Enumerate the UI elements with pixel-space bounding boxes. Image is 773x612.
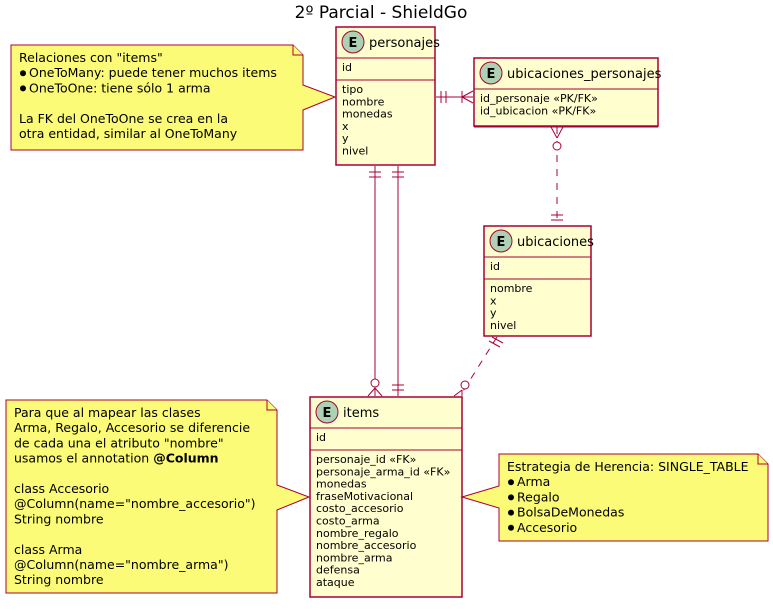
attribute: nombre <box>342 95 385 108</box>
bullet-icon <box>508 494 514 501</box>
attribute: y <box>342 132 349 145</box>
note-shape <box>10 44 337 151</box>
note-line: La FK del OneToOne se crea en la <box>19 111 228 126</box>
entity-box <box>473 57 659 127</box>
note-line: usamos el annotation @Column <box>14 451 219 466</box>
note-line: OneToMany: puede tener muchos items <box>29 65 277 80</box>
note-line: @Column(name="nombre_arma") <box>14 557 228 572</box>
note-line: OneToOne: tiene sólo 1 arma <box>29 80 211 95</box>
pk-attribute: id_ubicacion «PK/FK» <box>480 105 596 118</box>
attribute: personaje_arma_id «FK» <box>316 465 450 478</box>
relationship-lines <box>367 90 564 397</box>
note-relations: Relaciones con "items"OneToMany: puede t… <box>10 44 337 151</box>
note-line: Relaciones con "items" <box>19 50 163 65</box>
attribute: nombre_accesorio <box>316 539 417 552</box>
note-line: otra entidad, similar al OneToMany <box>19 126 238 141</box>
entity-circle-icon <box>479 61 503 85</box>
note-line: Arma <box>517 474 550 489</box>
entity-name: items <box>343 406 379 421</box>
attribute: x <box>490 294 497 307</box>
attribute: defensa <box>316 564 360 577</box>
entity-marker: E <box>323 406 332 421</box>
notes: Relaciones con "items"OneToMany: puede t… <box>5 44 769 594</box>
entity-circle-icon <box>315 400 339 424</box>
attribute: costo_accesorio <box>316 502 404 515</box>
pk-attribute: id <box>490 260 500 273</box>
pk-attribute: id <box>316 431 326 444</box>
attribute: x <box>342 120 349 133</box>
entity-circle-icon <box>341 30 365 54</box>
bullet-icon <box>20 85 26 92</box>
attribute: nombre <box>490 282 533 295</box>
attribute: nombre_regalo <box>316 527 399 540</box>
bullet-icon <box>508 524 514 531</box>
note-line: Accesorio <box>517 520 577 535</box>
attribute: costo_arma <box>316 515 380 528</box>
note-line: Estrategia de Herencia: SINGLE_TABLE <box>507 459 749 474</box>
entity-marker: E <box>487 67 496 82</box>
entity-name: personajes <box>369 36 440 51</box>
attribute: nivel <box>342 145 368 158</box>
attribute: tipo <box>342 83 363 96</box>
entity-name: ubicaciones_personajes <box>507 67 662 82</box>
bullet-icon <box>508 479 514 486</box>
attribute: y <box>490 307 497 320</box>
note-line: @Column(name="nombre_accesorio") <box>14 496 256 511</box>
attribute: ataque <box>316 576 355 589</box>
attribute: nivel <box>490 319 516 332</box>
note-line: class Arma <box>14 542 82 557</box>
entity-marker: E <box>349 36 358 51</box>
note-line: String nombre <box>14 511 104 526</box>
note-line: class Accesorio <box>14 481 109 496</box>
note-line: Regalo <box>517 489 560 504</box>
attribute: personaje_id «FK» <box>316 453 416 466</box>
note-line-bold: @Column <box>153 451 218 466</box>
diagram-title: 2º Parcial - ShieldGo <box>295 3 468 23</box>
entity-name: ubicaciones <box>517 235 594 250</box>
attribute: monedas <box>342 108 393 121</box>
bullet-icon <box>20 70 26 77</box>
note-inheritance: Estrategia de Herencia: SINGLE_TABLEArma… <box>460 453 769 542</box>
attribute: nombre_arma <box>316 551 392 564</box>
attribute: fraseMotivacional <box>316 490 413 503</box>
pk-attribute: id <box>342 61 352 74</box>
entity-circle-icon <box>489 229 513 253</box>
pk-attribute: id_personaje «PK/FK» <box>480 92 598 105</box>
note-line: BolsaDeMonedas <box>517 505 624 520</box>
note-line: Arma, Regalo, Accesorio se diferencie <box>14 420 250 435</box>
bullet-icon <box>508 509 514 516</box>
entity-marker: E <box>497 235 506 250</box>
note-line: de cada una el atributo "nombre" <box>14 435 224 450</box>
note-line: String nombre <box>14 572 104 587</box>
entity-box <box>309 396 463 598</box>
attribute: monedas <box>316 478 367 491</box>
note-line: Para que al mapear las clases <box>14 405 201 420</box>
